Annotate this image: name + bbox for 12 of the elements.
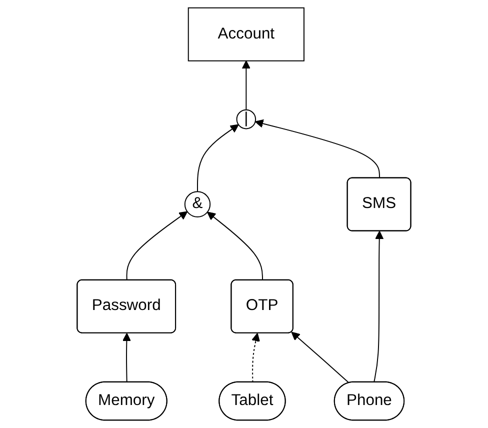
arrow <box>252 332 260 383</box>
arrow <box>242 60 251 110</box>
arrow <box>122 332 132 383</box>
arrow <box>126 211 188 281</box>
node-circle: & <box>184 191 211 218</box>
arrow <box>374 230 384 383</box>
node-box: Account <box>188 7 304 62</box>
node-circle: | <box>236 109 256 130</box>
arrow <box>291 332 350 384</box>
arrow <box>207 212 264 281</box>
arrow <box>254 119 380 179</box>
arrow <box>197 124 239 192</box>
